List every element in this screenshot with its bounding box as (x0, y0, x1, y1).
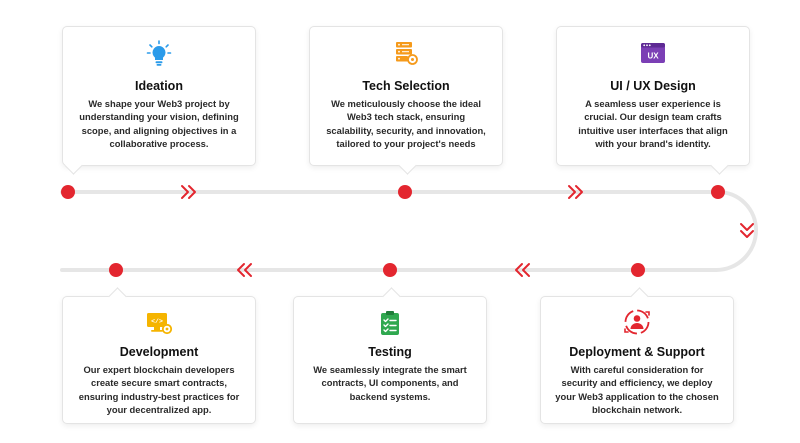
step-title: Development (119, 345, 199, 359)
code-label: </> (151, 318, 163, 325)
chevron-right-icon (568, 185, 583, 199)
lightbulb-icon (146, 40, 172, 66)
timeline-dot-deployment (631, 263, 645, 277)
step-title: Ideation (135, 79, 183, 93)
step-title: Tech Selection (362, 79, 450, 93)
step-card-ideation: Ideation We shape your Web3 project by u… (62, 26, 256, 175)
timeline-dot-testing (383, 263, 397, 277)
step-description: Our expert blockchain developers create … (78, 364, 240, 416)
code-monitor-icon: </> (147, 313, 173, 335)
step-description: We seamlessly integrate the smart contra… (313, 364, 467, 402)
chevron-right-icon (181, 185, 196, 199)
server-stack-icon (396, 42, 418, 65)
ux-window-icon: UX (641, 43, 665, 63)
chevron-down-icon (740, 223, 754, 238)
step-description: With careful consideration for security … (555, 364, 719, 416)
timeline-dot-development (109, 263, 123, 277)
deploy-support-icon (624, 309, 650, 335)
chevron-left-icon (515, 263, 530, 277)
step-card-development: </> Development Our expert blockchain de… (62, 287, 256, 424)
step-title: Deployment & Support (569, 345, 705, 359)
timeline-dot-ui-ux-design (711, 185, 725, 199)
step-card-ui-ux-design: UX UI / UX Design A seamless user experi… (556, 26, 750, 175)
checklist-clipboard-icon (381, 311, 399, 335)
step-description: We meticulously choose the ideal Web3 te… (326, 98, 486, 150)
step-description: We shape your Web3 project by understand… (79, 98, 239, 150)
step-card-testing: Testing We seamlessly integrate the smar… (293, 287, 487, 424)
ux-label: UX (647, 52, 659, 61)
timeline-dot-tech-selection (398, 185, 412, 199)
timeline-dot-ideation (61, 185, 75, 199)
step-title: Testing (368, 345, 412, 359)
step-card-deployment-support: Deployment & Support With careful consid… (540, 287, 734, 424)
step-description: A seamless user experience is crucial. O… (578, 98, 728, 150)
step-card-tech-selection: Tech Selection We meticulously choose th… (309, 26, 503, 175)
step-title: UI / UX Design (610, 79, 696, 93)
chevron-left-icon (237, 263, 252, 277)
timeline-track (60, 190, 759, 272)
